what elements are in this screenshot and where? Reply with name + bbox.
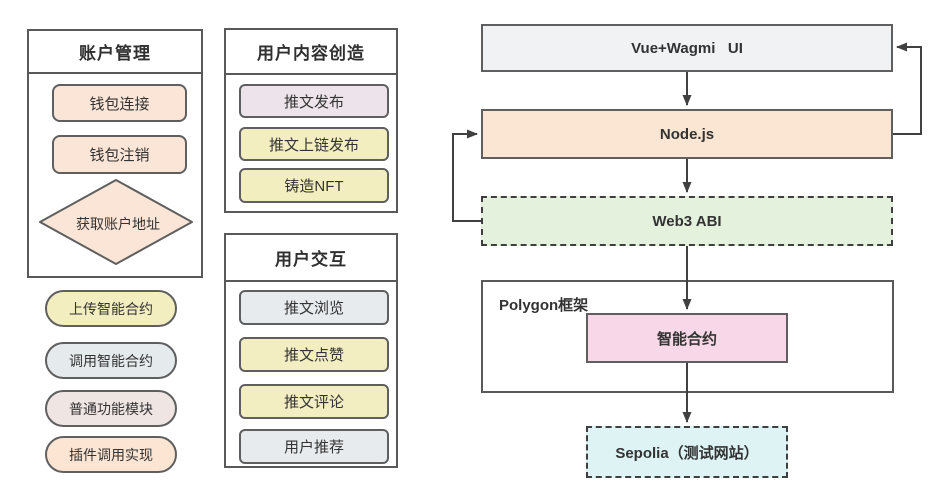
user-interaction-frame: 用户交互 推文浏览 推文点赞 推文评论 用户推荐 [224,233,398,468]
tweet-like-node: 推文点赞 [239,337,389,372]
wallet-connect-node: 钱包连接 [52,84,187,122]
sepolia-node: Sepolia（测试网站） [586,426,788,478]
nodejs-node: Node.js [481,109,893,159]
user-recommend-node: 用户推荐 [239,429,389,464]
pill-common-function-module: 普通功能模块 [45,390,177,427]
tweet-comment-node: 推文评论 [239,384,389,419]
account-management-frame: 账户管理 钱包连接 钱包注销 获取账户地址 [27,29,203,278]
user-interaction-title: 用户交互 [226,235,396,282]
user-content-creation-frame: 用户内容创造 推文发布 推文上链发布 铸造NFT [224,28,398,213]
pill-plugin-call-implementation: 插件调用实现 [45,436,177,473]
polygon-frame-label: Polygon框架 [499,297,589,314]
mint-nft-node: 铸造NFT [239,168,389,203]
arrow-web3-return-to-node [452,129,481,222]
smart-contract-node: 智能合约 [586,313,788,363]
user-content-creation-title: 用户内容创造 [226,30,396,75]
pill-upload-smart-contract: 上传智能合约 [45,290,177,327]
wallet-logout-node: 钱包注销 [52,135,187,174]
arrow-node-return-to-ui [893,42,922,135]
get-account-address-diamond-label: 获取账户地址 [76,216,160,232]
tweet-publish-node: 推文发布 [239,84,389,118]
account-management-title: 账户管理 [29,31,201,74]
tweet-onchain-publish-node: 推文上链发布 [239,127,389,161]
pill-call-smart-contract: 调用智能合约 [45,342,177,379]
web3-abi-node: Web3 ABI [481,196,893,246]
tweet-browse-node: 推文浏览 [239,290,389,325]
vue-wagmi-ui-node: Vue+Wagmi UI [481,24,893,72]
